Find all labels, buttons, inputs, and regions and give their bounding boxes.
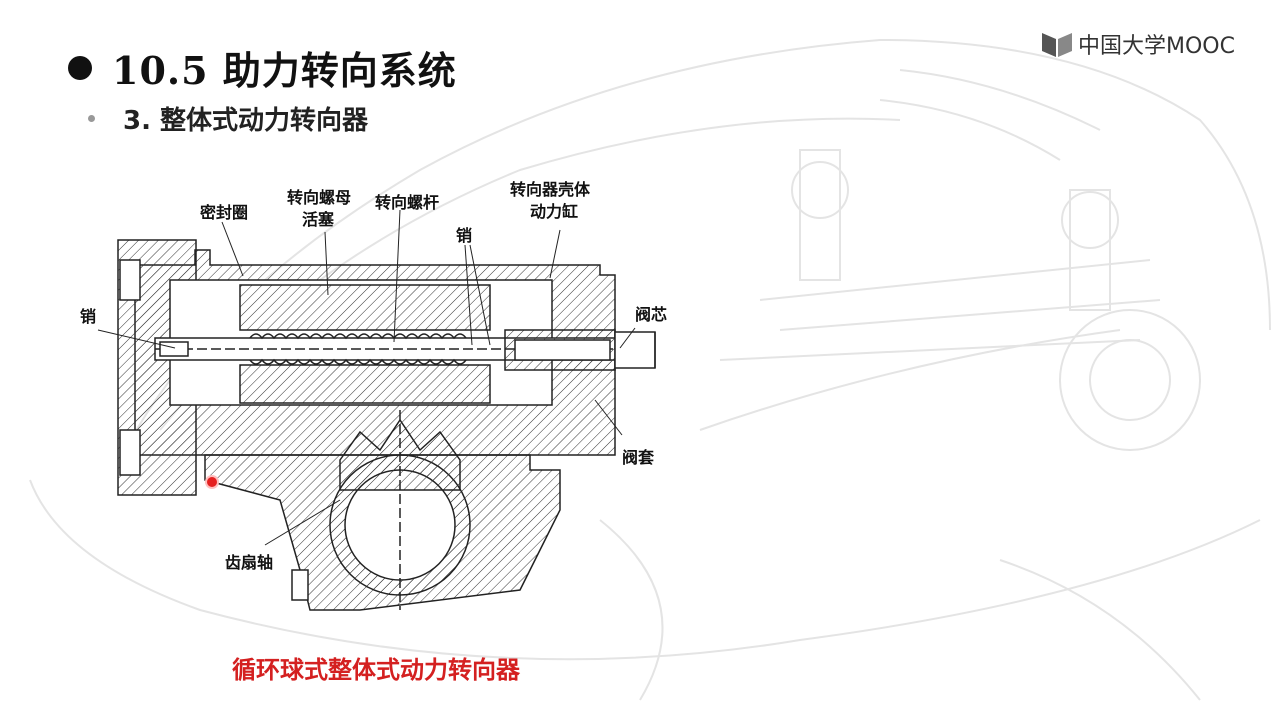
mooc-logo: 中国大学MOOC [1040, 28, 1235, 60]
laser-pointer-dot [207, 477, 217, 487]
label-pin-left: 销 [80, 307, 97, 326]
subtitle-row: 3. 整体式动力转向器 [88, 100, 368, 137]
label-nut-piston-line1: 转向螺母 [287, 188, 352, 207]
label-worm: 转向螺杆 [375, 193, 440, 212]
label-valve-core: 阀芯 [635, 305, 668, 324]
label-nut-piston-line2: 活塞 [302, 210, 335, 229]
label-seal-ring: 密封圈 [200, 203, 249, 222]
label-pin-top: 销 [456, 226, 473, 245]
title-bullet-icon [68, 55, 92, 80]
logo-text: 中国大学MOOC [1078, 34, 1235, 59]
steering-gear-diagram [97, 209, 656, 611]
slide-title-row: 10.5 助力转向系统 [68, 40, 457, 95]
label-valve-sleeve: 阀套 [622, 448, 655, 467]
slide-title: 10.5 助力转向系统 [112, 48, 457, 93]
subtitle-bullet-icon [88, 115, 95, 122]
label-housing-line1: 转向器壳体 [510, 180, 591, 199]
mooc-book-icon [1042, 33, 1072, 57]
diagram-caption: 循环球式整体式动力转向器 [232, 656, 520, 684]
label-housing-line2: 动力缸 [530, 202, 579, 221]
slide-subtitle: 3. 整体式动力转向器 [123, 106, 369, 136]
label-sector-shaft: 齿扇轴 [225, 553, 274, 572]
